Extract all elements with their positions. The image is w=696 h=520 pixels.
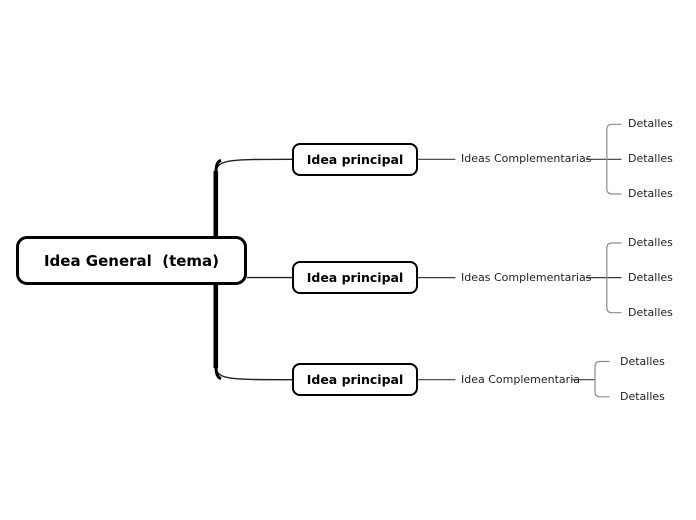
label-detalles[interactable]: Detalles: [628, 187, 673, 200]
label-detalles[interactable]: Detalles: [628, 152, 673, 165]
label-detalles[interactable]: Detalles: [620, 390, 665, 403]
label-detalles[interactable]: Detalles: [628, 271, 673, 284]
label-detalles[interactable]: Detalles: [628, 236, 673, 249]
node-idea-principal-3[interactable]: Idea principal: [292, 363, 418, 396]
label-idea-complementaria-3[interactable]: Idea Complementaria: [461, 373, 580, 386]
trunk-curve-top: [215, 158, 293, 176]
label-detalles[interactable]: Detalles: [628, 117, 673, 130]
trunk-curve-top-taper: [214, 158, 222, 180]
label-ideas-complementarias-2[interactable]: Ideas Complementarias: [461, 271, 592, 284]
label-ideas-complementarias-1[interactable]: Ideas Complementarias: [461, 152, 592, 165]
bracket-branch2: [606, 242, 622, 314]
label-detalles[interactable]: Detalles: [620, 355, 665, 368]
node-idea-general[interactable]: Idea General (tema): [16, 236, 247, 285]
trunk-curve-bottom-taper: [214, 359, 222, 381]
bracket-branch3: [594, 360, 610, 398]
label-detalles[interactable]: Detalles: [628, 306, 673, 319]
node-idea-principal-1[interactable]: Idea principal: [292, 143, 418, 176]
node-idea-principal-2[interactable]: Idea principal: [292, 261, 418, 294]
trunk-curve-bottom: [215, 363, 293, 381]
bracket-branch1: [606, 123, 622, 195]
